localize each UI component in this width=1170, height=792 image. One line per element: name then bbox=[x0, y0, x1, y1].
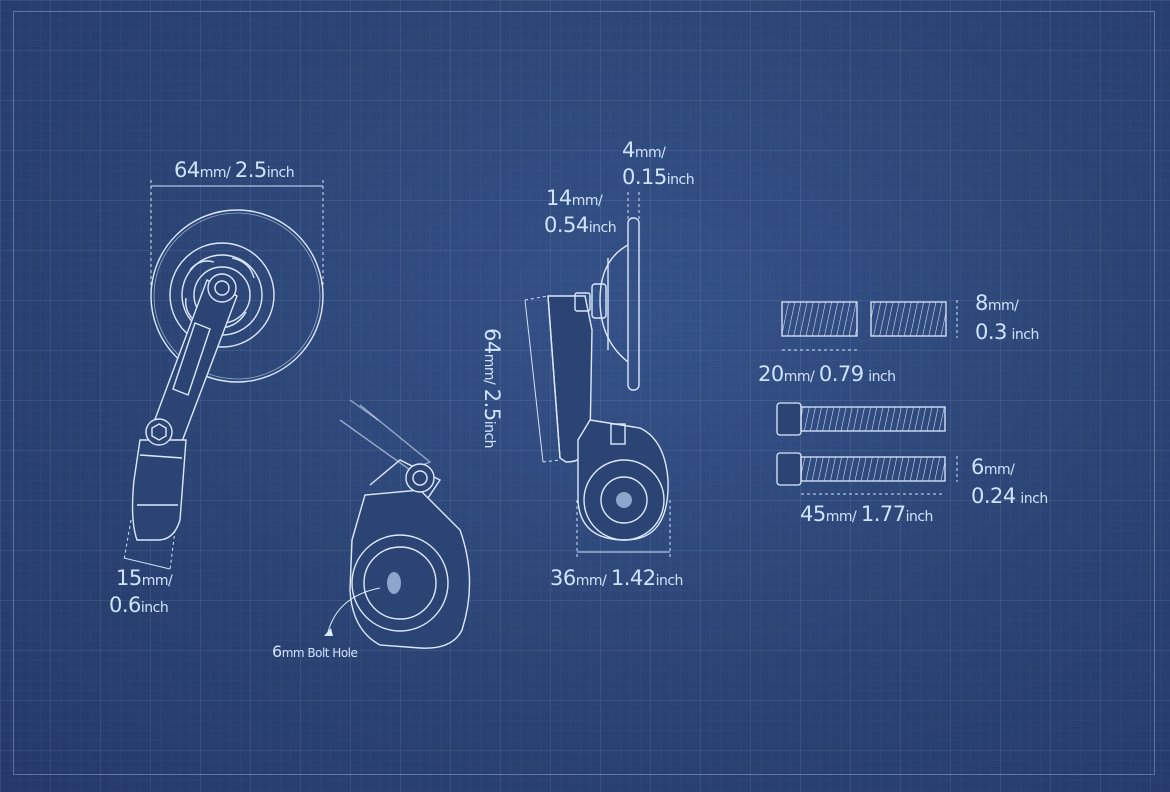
dim-line-arm-length bbox=[524, 299, 544, 463]
bolt-hole bbox=[387, 572, 401, 594]
spacer-1 bbox=[781, 301, 858, 337]
bolts bbox=[776, 402, 946, 486]
dim-arm-width: 15mm/ 0.6inch bbox=[109, 566, 173, 617]
dim-bolt-diameter: 6mm/ 0.24 inch bbox=[971, 455, 1048, 508]
side-view-mirror bbox=[547, 217, 669, 541]
blueprint-frame bbox=[13, 11, 1155, 775]
dim-clamp-width: 36mm/ 1.42inch bbox=[550, 566, 683, 590]
hardware-dimensions bbox=[782, 300, 958, 495]
clamp-ring-outer bbox=[351, 534, 449, 632]
spacer-2 bbox=[870, 301, 947, 337]
clamp-body bbox=[131, 439, 187, 541]
clamp-detail bbox=[324, 399, 471, 649]
dim-bolt-hole: 6mm Bolt Hole bbox=[272, 642, 358, 661]
side-clamp-ring bbox=[583, 459, 665, 541]
dim-glass-thickness: 4mm/ 0.15inch bbox=[622, 138, 695, 189]
dim-line-arm-width bbox=[123, 557, 171, 570]
mirror-mount-ring bbox=[169, 242, 275, 348]
dim-arm-length: 64mm/ 2.5inch bbox=[480, 327, 505, 449]
dim-spacer-length: 20mm/ 0.79 inch bbox=[758, 362, 896, 386]
clamp-ring-inner bbox=[363, 546, 437, 620]
dim-spacer-diameter: 8mm/ 0.3 inch bbox=[975, 291, 1039, 344]
dim-bolt-length: 45mm/ 1.77inch bbox=[800, 502, 933, 526]
mirror-back-housing bbox=[599, 244, 629, 363]
mirror-glass-outline bbox=[150, 209, 324, 383]
side-clamp bbox=[577, 419, 669, 541]
bolt-2-shaft bbox=[800, 456, 946, 482]
bolt-hole-pointer bbox=[327, 587, 381, 633]
dim-mirror-width: 64mm/ 2.5inch bbox=[174, 158, 295, 182]
bolt-1-shaft bbox=[800, 406, 946, 432]
ball-joint bbox=[207, 273, 237, 303]
arm-slot bbox=[172, 322, 211, 396]
dim-head-depth: 14mm/ 0.54inch bbox=[544, 186, 617, 237]
front-dimensions bbox=[123, 180, 324, 571]
side-dimensions bbox=[524, 192, 671, 560]
front-view-mirror bbox=[131, 209, 324, 541]
bolt-2-head bbox=[776, 452, 802, 486]
bolt-1-head bbox=[776, 402, 802, 436]
spacers bbox=[781, 301, 947, 337]
hex-bolt-head bbox=[145, 418, 173, 446]
mirror-glass-side bbox=[627, 217, 640, 391]
